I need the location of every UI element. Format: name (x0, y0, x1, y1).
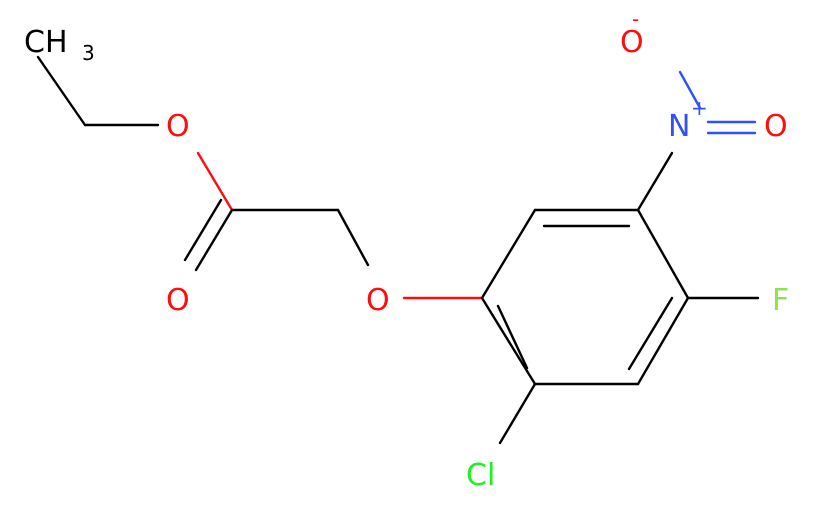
atom-nitro-oxygen-top: O (620, 25, 644, 60)
nitrogen-charge: + (691, 96, 708, 120)
bond-ch3-ch2 (36, 55, 87, 127)
atom-ester-oxygen: O (166, 109, 190, 144)
ring-bond-4 (636, 296, 690, 386)
atom-nitrogen: N (668, 109, 690, 144)
bond-o-carbonyl-c (196, 151, 234, 212)
ring-bond-3 (636, 208, 690, 300)
bond-c-o-double-1 (194, 208, 234, 272)
atom-fluorine: F (772, 283, 789, 318)
ring-bond-6 (480, 296, 537, 386)
bond-c-o-double-2 (183, 198, 223, 262)
bond-ring-cl (498, 382, 537, 445)
ring-bond-1 (480, 208, 537, 300)
atom-ether-oxygen: O (366, 283, 390, 318)
ring-bond-6-inner (496, 304, 529, 370)
atom-nitro-oxygen-right: O (764, 109, 788, 144)
bond-ch2-o-ether (336, 208, 370, 267)
atom-ch3-label: CH (24, 25, 68, 60)
bond-n-o-minus (678, 70, 702, 110)
atom-chlorine: Cl (466, 458, 495, 493)
atom-ch3-subscript: 3 (82, 41, 95, 65)
ring-bond-4-inner (627, 296, 674, 371)
atom-carbonyl-oxygen: O (166, 283, 190, 318)
bond-ring-n (636, 151, 674, 212)
oxygen-charge: - (632, 7, 639, 31)
